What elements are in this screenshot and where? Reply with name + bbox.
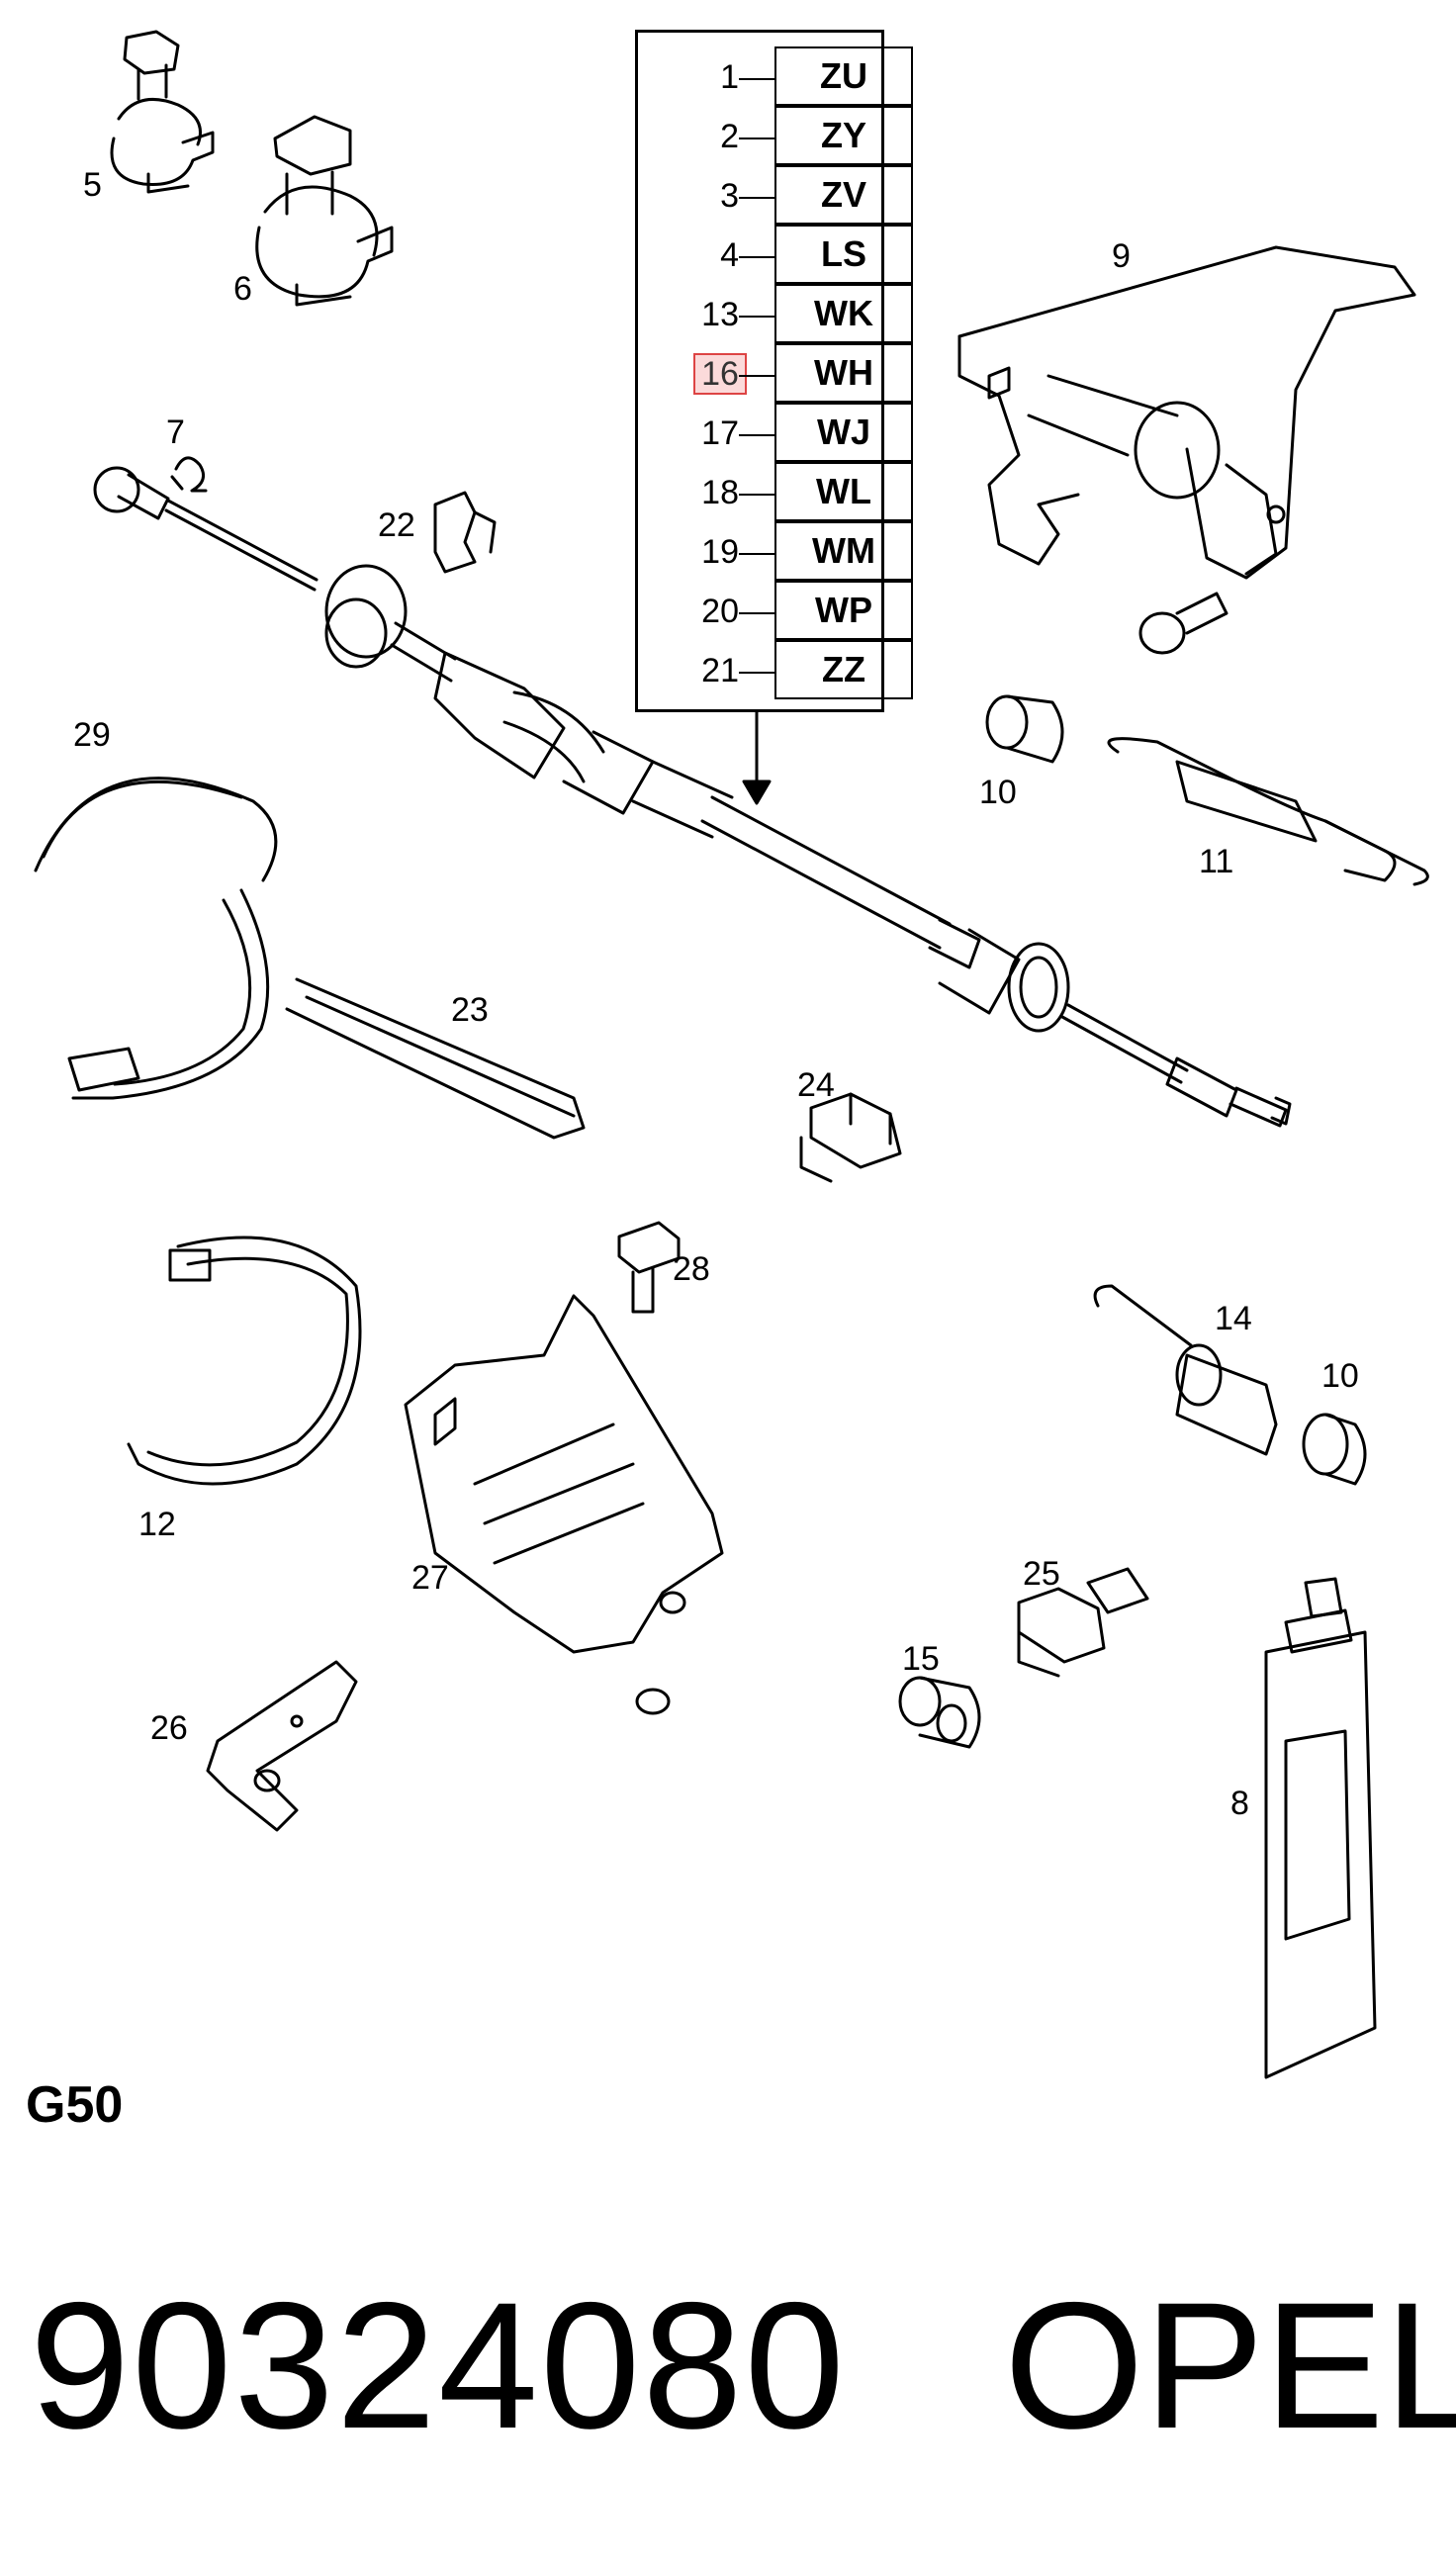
callout-29: 29 [73, 716, 111, 754]
part-23-strip [285, 977, 586, 1140]
code-row-highlighted: 16 WH [638, 343, 913, 403]
callout-10-upper: 10 [979, 774, 1017, 811]
part-26-bracket [206, 1660, 358, 1832]
code-row-number: 17 [701, 414, 739, 452]
code-row: 20 WP [638, 581, 913, 640]
callout-23: 23 [451, 991, 489, 1029]
code-row: 17 WJ [638, 403, 913, 462]
callout-10-lower: 10 [1321, 1357, 1359, 1395]
diagram-section-label: G50 [26, 2076, 124, 2134]
code-row: 1 ZU [638, 46, 913, 106]
callout-12: 12 [138, 1506, 176, 1543]
part-24-clip [799, 1092, 902, 1183]
callout-7: 7 [166, 413, 185, 451]
code-row-number: 3 [720, 177, 739, 215]
code-row-code: ZY [774, 106, 913, 165]
part-14-spring [1093, 1284, 1278, 1456]
callout-27: 27 [411, 1559, 449, 1597]
code-row-code: WH [774, 343, 913, 403]
code-row-number: 21 [701, 652, 739, 689]
callout-5: 5 [83, 166, 102, 204]
code-row-leader [739, 434, 776, 436]
part-8-tube [1264, 1577, 1377, 2079]
code-row-code: WM [774, 521, 913, 581]
callout-6: 6 [233, 270, 252, 308]
part-16-cable [93, 466, 1292, 1128]
part-27-bracket [404, 1294, 724, 1715]
code-row-leader [739, 672, 776, 674]
table-pointer-arrow [742, 710, 772, 805]
callout-11: 11 [1199, 843, 1234, 880]
callout-24: 24 [797, 1066, 835, 1104]
code-row-leader [739, 138, 776, 139]
code-row-code: ZU [774, 46, 913, 106]
code-row-code: WL [774, 462, 913, 521]
code-row-leader [739, 612, 776, 614]
part-7-clip [170, 456, 208, 493]
code-row-leader [739, 316, 776, 318]
code-row-number: 19 [701, 533, 739, 571]
part-number: 90324080 [30, 2264, 847, 2466]
code-row: 21 ZZ [638, 640, 913, 699]
code-row: 4 LS [638, 225, 913, 284]
callout-15: 15 [902, 1640, 940, 1678]
code-row-code: ZZ [774, 640, 913, 699]
variant-code-table: 1 ZU 2 ZY 3 ZV 4 LS 13 WK 16 WH 17 WJ 18… [635, 30, 913, 712]
code-row-leader [739, 494, 776, 496]
code-row-code: WJ [774, 403, 913, 462]
callout-8: 8 [1230, 1785, 1249, 1822]
code-row: 19 WM [638, 521, 913, 581]
callout-22: 22 [378, 506, 415, 544]
part-12-strap [127, 1236, 362, 1486]
part-10-bush-lower [1302, 1413, 1367, 1486]
code-row-number-highlighted: 16 [693, 353, 747, 395]
code-row-leader [739, 256, 776, 258]
code-row: 3 ZV [638, 165, 913, 225]
code-row-number: 2 [720, 118, 739, 155]
part-28-bolt [617, 1221, 681, 1314]
code-row-leader [739, 197, 776, 199]
code-row-leader [739, 553, 776, 555]
callout-25: 25 [1023, 1555, 1060, 1593]
brand-name: OPEL [1004, 2264, 1456, 2466]
code-row-code: WK [774, 284, 913, 343]
callout-26: 26 [150, 1709, 188, 1747]
part-29-strap [34, 777, 278, 1100]
part-11-spring [1107, 737, 1429, 886]
part-9-bracket [957, 245, 1416, 580]
code-row: 18 WL [638, 462, 913, 521]
code-row-number: 1 [720, 58, 739, 96]
code-row-number: 20 [701, 593, 739, 630]
code-row-code: ZV [774, 165, 913, 225]
code-row-number: 4 [720, 236, 739, 274]
callout-28: 28 [673, 1250, 710, 1288]
callout-9: 9 [1112, 237, 1131, 275]
bolt-near-9 [1138, 592, 1228, 655]
part-25-clip [1017, 1567, 1149, 1678]
code-row: 2 ZY [638, 106, 913, 165]
code-row: 13 WK [638, 284, 913, 343]
callout-14: 14 [1215, 1300, 1252, 1337]
code-row-code: WP [774, 581, 913, 640]
code-row-number: 18 [701, 474, 739, 511]
part-10-bush [985, 694, 1064, 764]
code-row-number: 13 [701, 296, 739, 333]
code-row-leader [739, 78, 776, 80]
code-row-code: LS [774, 225, 913, 284]
part-15-bush [898, 1676, 981, 1749]
part-6-clip [255, 115, 394, 307]
part-5-clip [110, 30, 215, 194]
part-22-clip [433, 491, 497, 574]
code-row-leader [739, 375, 776, 377]
